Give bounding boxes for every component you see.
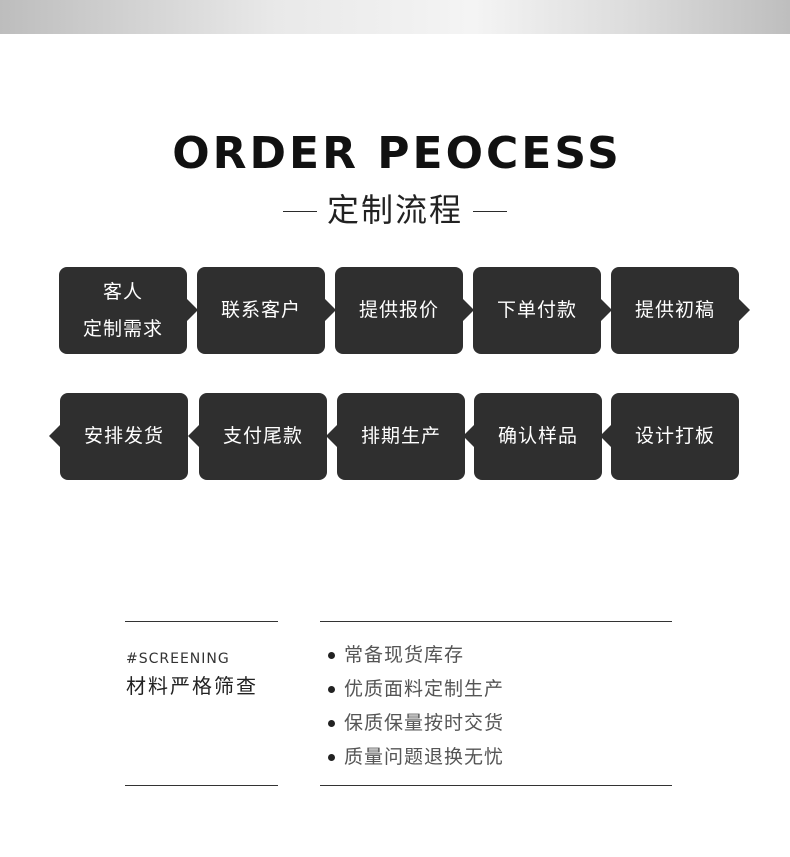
subtitle-left-line (282, 210, 317, 212)
process-row-1: 客人 定制需求 联系客户 提供报价 下单付款 提供初稿 (0, 267, 790, 354)
bullet-dot-icon (328, 720, 335, 727)
screening-right-bottom-rule (320, 785, 672, 786)
screening-bullet-item-2: 优质面料定制生产 (326, 672, 504, 706)
screening-bullet-item-2-text: 优质面料定制生产 (344, 678, 505, 700)
screening-left-bottom-rule (125, 785, 278, 786)
subtitle-right-line (473, 210, 507, 212)
process-step-1-label-line-2: 定制需求 (82, 317, 163, 340)
title-block: ORDER PEOCESS (0, 126, 790, 182)
process-step-8-label: 排期生产 (360, 425, 441, 447)
screening-section: #SCREENING 材料严格筛查 常备现货库存 优质面料定制生产 保质保量按时… (0, 620, 790, 800)
page-subtitle: 定制流程 (326, 191, 463, 229)
bullet-dot-icon (328, 652, 335, 659)
process-step-8: 排期生产 (326, 393, 465, 480)
process-step-6: 设计打板 (600, 393, 739, 480)
process-step-1-label-line-1: 客人 (102, 280, 143, 303)
process-step-10-label: 安排发货 (83, 425, 164, 447)
process-step-9: 支付尾款 (188, 393, 327, 480)
subtitle-row: 定制流程 (0, 190, 790, 230)
process-step-4-label: 下单付款 (496, 299, 577, 321)
screening-bullet-item-4-text: 质量问题退换无忧 (344, 746, 505, 768)
screening-tag: #SCREENING (126, 651, 230, 667)
process-step-9-label: 支付尾款 (222, 425, 303, 447)
process-step-10: 安排发货 (49, 393, 188, 480)
process-step-7: 确认样品 (463, 393, 602, 480)
screening-bullet-list: 常备现货库存 优质面料定制生产 保质保量按时交货 质量问题退换无忧 (326, 638, 504, 774)
process-step-3-label: 提供报价 (358, 299, 439, 321)
process-step-7-label: 确认样品 (497, 425, 578, 447)
process-step-4: 下单付款 (473, 267, 612, 354)
screening-bullet-item-3-text: 保质保量按时交货 (344, 712, 505, 734)
bullet-dot-icon (328, 754, 335, 761)
screening-bullet-item-3: 保质保量按时交货 (326, 706, 504, 740)
process-step-5-label: 提供初稿 (634, 299, 715, 321)
screening-bullet-item-1: 常备现货库存 (326, 638, 504, 672)
page-title: ORDER PEOCESS (172, 128, 622, 179)
screening-bullet-item-1-text: 常备现货库存 (344, 644, 465, 666)
process-step-2: 联系客户 (197, 267, 336, 354)
screening-left-top-rule (125, 621, 278, 622)
process-row-2: 安排发货 支付尾款 排期生产 确认样品 设计打板 (0, 393, 790, 480)
process-step-1: 客人 定制需求 (59, 267, 198, 354)
process-step-3: 提供报价 (335, 267, 474, 354)
process-step-5: 提供初稿 (611, 267, 750, 354)
screening-title: 材料严格筛查 (126, 674, 258, 698)
top-banner-band (0, 0, 790, 34)
screening-bullet-item-4: 质量问题退换无忧 (326, 740, 504, 774)
process-step-2-label: 联系客户 (220, 299, 301, 321)
bullet-dot-icon (328, 686, 335, 693)
process-step-1-label: 客人 定制需求 (83, 274, 163, 348)
screening-right-top-rule (320, 621, 672, 622)
process-step-6-label: 设计打板 (634, 425, 715, 447)
